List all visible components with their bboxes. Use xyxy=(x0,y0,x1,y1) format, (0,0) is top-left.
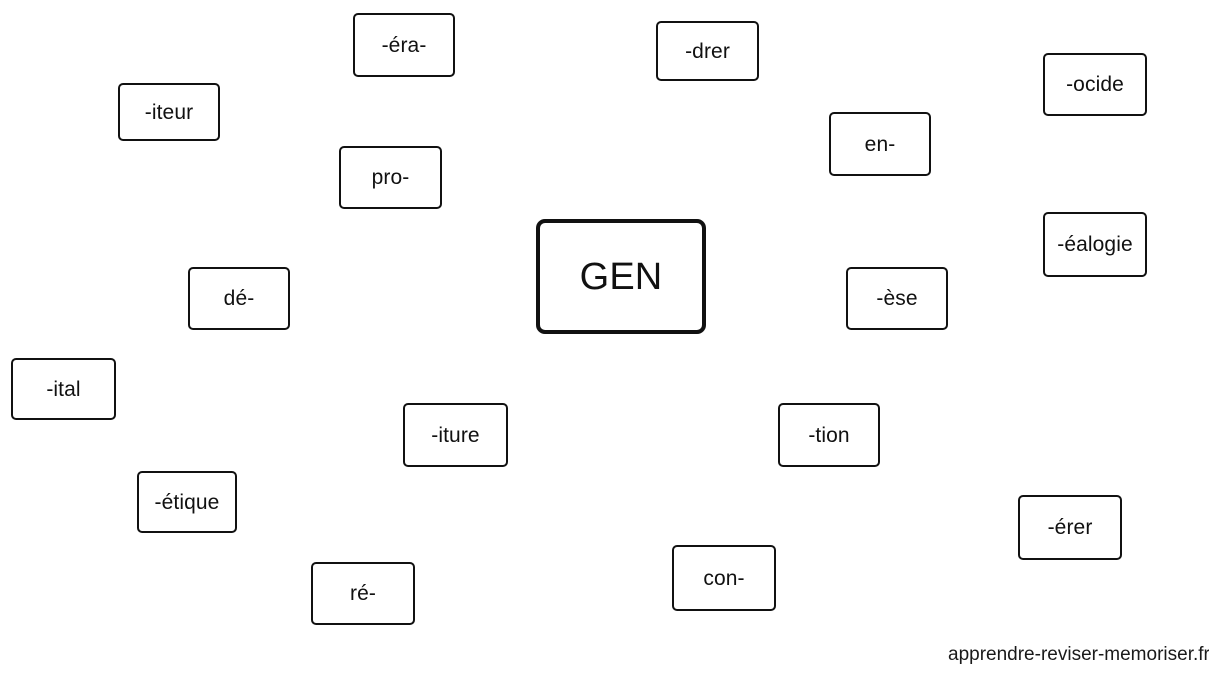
affix-card[interactable]: -iture xyxy=(403,403,508,467)
affix-card[interactable]: en- xyxy=(829,112,931,176)
affix-card-label: pro- xyxy=(371,166,410,189)
affix-card-label: con- xyxy=(703,566,745,590)
affix-card-label: -étique xyxy=(154,490,220,514)
affix-card-label: -iture xyxy=(431,423,480,447)
affix-card[interactable]: -érer xyxy=(1018,495,1122,560)
site-watermark: apprendre-reviser-memoriser.fr xyxy=(948,644,1209,665)
affix-card-label: -ocide xyxy=(1066,73,1124,96)
affix-card[interactable]: ré- xyxy=(311,562,415,625)
affix-card-label: -iteur xyxy=(144,100,194,124)
affix-card-label: -éra- xyxy=(381,33,427,57)
affix-card-label: -érer xyxy=(1047,516,1093,539)
affix-card[interactable]: -tion xyxy=(778,403,880,467)
affix-card-label: -èse xyxy=(876,287,918,310)
affix-card-label: dé- xyxy=(223,287,255,310)
affix-card-label: -éalogie xyxy=(1057,233,1133,256)
root-card-gen[interactable]: GEN xyxy=(536,219,706,334)
affix-card[interactable]: -ocide xyxy=(1043,53,1147,116)
affix-card[interactable]: -iteur xyxy=(118,83,220,141)
affix-card-label: en- xyxy=(864,132,896,156)
affix-card[interactable]: -éalogie xyxy=(1043,212,1147,277)
affix-card[interactable]: -èse xyxy=(846,267,948,330)
affix-card-label: -tion xyxy=(808,423,850,447)
affix-card[interactable]: -drer xyxy=(656,21,759,81)
affix-card[interactable]: -ital xyxy=(11,358,116,420)
affix-card-label: ré- xyxy=(350,582,376,605)
affix-card[interactable]: -étique xyxy=(137,471,237,533)
affix-card[interactable]: -éra- xyxy=(353,13,455,77)
affix-card[interactable]: pro- xyxy=(339,146,442,209)
affix-card[interactable]: dé- xyxy=(188,267,290,330)
affix-card[interactable]: con- xyxy=(672,545,776,611)
affix-card-label: -drer xyxy=(685,39,730,63)
root-card-label: GEN xyxy=(579,255,663,298)
affix-card-label: -ital xyxy=(46,377,81,401)
